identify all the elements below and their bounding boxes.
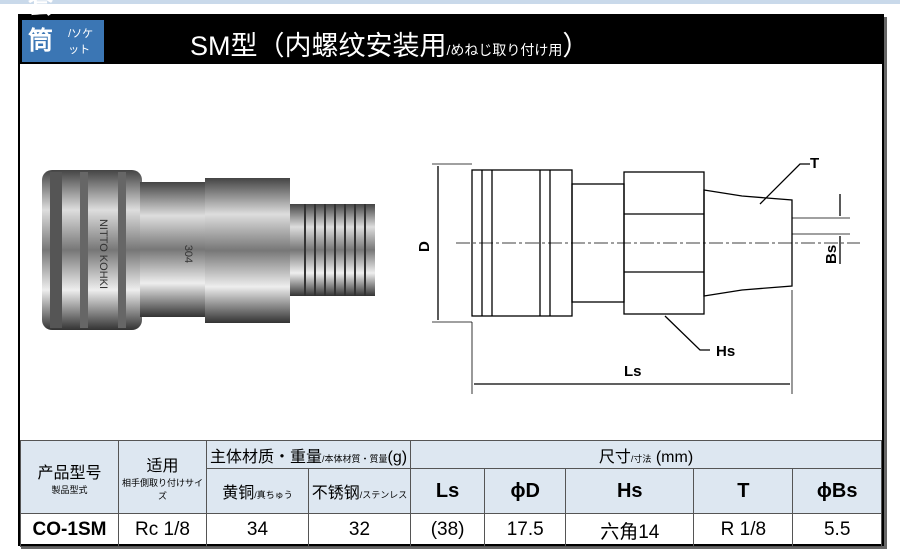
cell-D: 17.5 xyxy=(484,513,567,547)
col-brass: 黄铜/真ちゅう xyxy=(206,468,309,514)
technical-drawing xyxy=(432,163,860,394)
col-D: ϕD xyxy=(484,468,567,514)
cell-Hs: 六角14 xyxy=(565,513,695,547)
photo-brand-engraving: NITTO KOHKI xyxy=(97,219,109,289)
col-steel: 不锈钢/ステンレス xyxy=(308,468,411,514)
label-Hs: Hs xyxy=(716,343,735,360)
photo-material-engraving: 304 xyxy=(182,245,194,263)
label-Bs: Bs xyxy=(823,245,840,264)
cell-brass: 34 xyxy=(206,513,309,547)
title-sub: /めねじ取り付け用 xyxy=(446,42,563,58)
product-sheet: 套筒/ソケット SM型（内螺纹安装用/めねじ取り付け用） NITTO KOHKI… xyxy=(18,0,884,547)
col-T: T xyxy=(693,468,794,514)
table-row: CO-1SM Rc 1/8 34 32 (38) 17.5 六角14 R 1/8… xyxy=(20,513,882,547)
top-rule xyxy=(0,0,900,4)
cell-Ls: (38) xyxy=(409,513,486,547)
cell-model: CO-1SM xyxy=(20,513,119,547)
spec-table: 产品型号製品型式 适用相手側取り付けサイズ 主体材质・重量/本体材質・質量(g)… xyxy=(20,440,882,547)
cell-steel: 32 xyxy=(308,513,411,547)
label-D: D xyxy=(416,241,433,252)
header-bar: 套筒/ソケット SM型（内螺纹安装用/めねじ取り付け用） xyxy=(20,0,882,64)
title-end: ） xyxy=(562,31,590,61)
col-dims: 尺寸/寸法 (mm) xyxy=(410,440,882,469)
col-model: 产品型号製品型式 xyxy=(20,440,119,514)
col-Bs: ϕBs xyxy=(792,468,882,514)
col-material: 主体材质・重量/本体材質・質量(g) xyxy=(206,440,411,469)
page-title: SM型（内螺纹安装用/めねじ取り付け用） xyxy=(190,24,589,63)
product-photo: NITTO KOHKI 304 xyxy=(42,170,375,330)
col-Ls: Ls xyxy=(409,468,486,514)
cell-Bs: 5.5 xyxy=(792,513,882,547)
col-Hs: Hs xyxy=(565,468,695,514)
col-fit: 适用相手側取り付けサイズ xyxy=(118,440,207,514)
cell-T: R 1/8 xyxy=(693,513,794,547)
cell-fit: Rc 1/8 xyxy=(118,513,207,547)
category-sub-label: /ソケット xyxy=(68,28,94,56)
category-label: 套筒 xyxy=(28,0,54,55)
drawing-area: NITTO KOHKI 304 D T Bs Hs Ls xyxy=(42,155,860,394)
category-badge: 套筒/ソケット xyxy=(22,0,104,62)
label-Ls: Ls xyxy=(624,363,642,380)
label-T: T xyxy=(810,155,819,172)
title-main: SM型（内螺纹安装用 xyxy=(190,31,447,61)
